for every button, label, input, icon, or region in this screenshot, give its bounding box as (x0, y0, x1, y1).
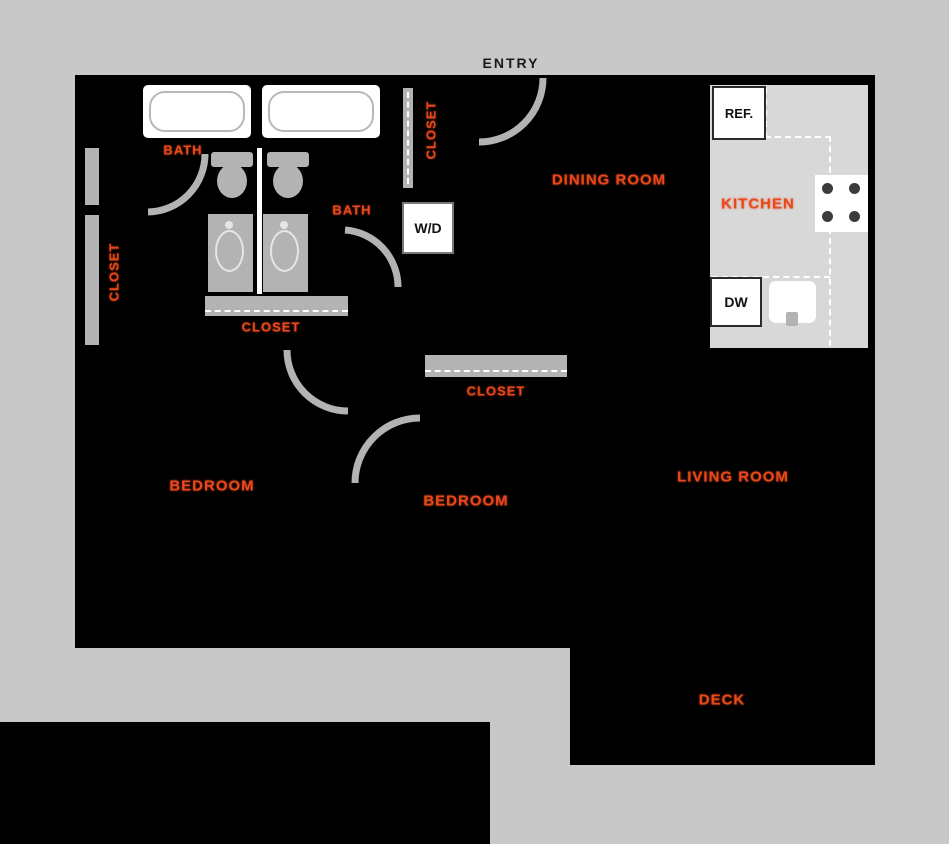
bath-1-door-arc (147, 153, 209, 216)
counter-edge-line (765, 136, 831, 138)
living-room-label: LIVING ROOM (677, 468, 789, 486)
bathtub-basin (149, 91, 245, 132)
counter-edge-line (765, 88, 767, 138)
adjacent-unit-structure (0, 722, 490, 844)
bath-1-label: BATH (163, 142, 203, 158)
stove-icon (815, 175, 868, 232)
bathtub-basin (268, 91, 374, 132)
closet-rod-line (205, 310, 348, 312)
bath-2-door-arc (344, 226, 402, 288)
refrigerator-label: REF. (724, 105, 754, 121)
washer-dryer: W/D (402, 202, 454, 254)
closet-hall-label: CLOSET (423, 100, 439, 160)
closet-middle-label: CLOSET (466, 383, 526, 399)
kitchen-faucet-icon (786, 312, 798, 326)
closet-bath-label: CLOSET (241, 319, 301, 335)
bathroom-divider-wall (257, 148, 262, 294)
bathroom-sink-icon (208, 214, 253, 292)
closet-rod-line (425, 370, 567, 372)
toilet-icon (267, 152, 309, 198)
bedroom-2-label: BEDROOM (423, 492, 509, 510)
entry-door-arc (478, 77, 547, 146)
dining-room-label: DINING ROOM (551, 171, 667, 189)
dishwasher-label: DW (724, 294, 748, 310)
closet-strip (85, 148, 99, 205)
bath-2-label: BATH (332, 202, 372, 218)
entry-label: ENTRY (482, 55, 540, 71)
refrigerator: REF. (712, 86, 766, 140)
counter-edge-line (712, 276, 830, 278)
closet-rod-line (407, 92, 409, 184)
bedroom-1-label: BEDROOM (169, 477, 255, 495)
counter-edge-line (829, 136, 831, 346)
washer-dryer-label: W/D (414, 220, 442, 236)
bathtub-icon (143, 85, 251, 138)
kitchen-label: KITCHEN (721, 195, 795, 213)
toilet-icon (211, 152, 253, 198)
bathroom-sink-icon (263, 214, 308, 292)
deck-label: DECK (698, 691, 746, 709)
closet-left-label: CLOSET (106, 242, 122, 302)
bathtub-icon (262, 85, 380, 138)
deck-floor (570, 648, 875, 765)
bedroom-2-door-arc (351, 414, 421, 484)
dishwasher: DW (710, 277, 762, 327)
bedroom-1-door-arc (283, 349, 349, 415)
closet-strip (85, 215, 99, 345)
